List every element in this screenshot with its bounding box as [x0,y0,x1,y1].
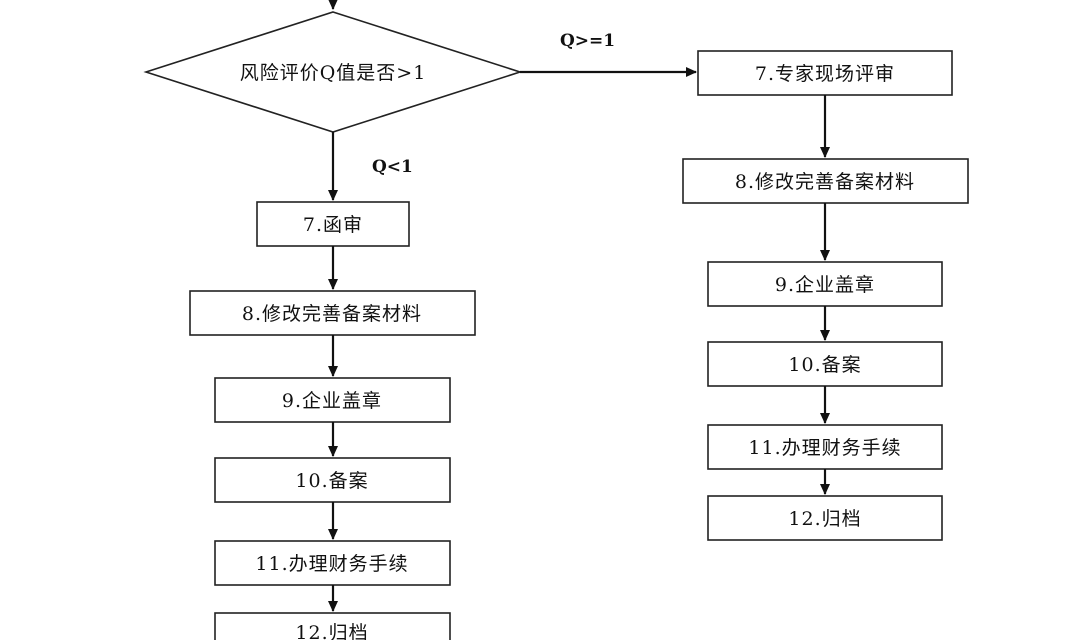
decision-node: 风险评价Q值是否>1 [143,11,523,133]
left-step-10-label: 10.备案 [295,470,368,492]
left-branch: 7.函审 8.修改完善备案材料 9.企业盖章 10.备案 11.办理财务手续 1… [189,201,476,640]
right-step-12-label: 12.归档 [788,508,861,530]
right-step-10-node: 10.备案 [707,341,943,387]
left-step-9-node: 9.企业盖章 [214,377,451,423]
left-step-10-node: 10.备案 [214,457,451,503]
left-step-11-box [214,540,451,586]
yes-edge-label: Q>=1 [560,31,615,51]
right-step-8-node: 8.修改完善备案材料 [682,158,969,204]
left-step-7-node: 7.函审 [256,201,410,247]
left-step-11-label: 11.办理财务手续 [255,553,408,575]
right-step-12-node: 12.归档 [707,495,943,541]
right-step-10-label: 10.备案 [788,354,861,376]
left-step-9-label: 9.企业盖章 [282,390,382,412]
right-step-7-label: 7.专家现场评审 [755,63,895,85]
decision-label: 风险评价Q值是否>1 [240,62,427,84]
right-step-7-box [697,50,953,96]
right-step-9-label: 9.企业盖章 [775,274,875,296]
left-step-8-node: 8.修改完善备案材料 [189,290,476,336]
right-step-12-box [707,495,943,541]
right-step-11-node: 11.办理财务手续 [707,424,943,470]
right-step-9-box [707,261,943,307]
left-step-11-node: 11.办理财务手续 [214,540,451,586]
left-step-12-node: 12.归档 [214,612,451,640]
left-step-7-label: 7.函审 [303,214,363,236]
left-step-8-box [189,290,476,336]
right-step-9-node: 9.企业盖章 [707,261,943,307]
left-step-10-box [214,457,451,503]
right-branch: 7.专家现场评审 8.修改完善备案材料 9.企业盖章 10.备案 11.办理财务… [682,50,969,541]
right-step-8-label: 8.修改完善备案材料 [735,171,915,193]
right-step-11-box [707,424,943,470]
right-step-7-node: 7.专家现场评审 [697,50,953,96]
left-step-12-label: 12.归档 [295,622,368,640]
no-edge-label: Q<1 [372,157,413,177]
left-step-7-box [256,201,410,247]
left-step-8-label: 8.修改完善备案材料 [242,303,422,325]
right-step-11-label: 11.办理财务手续 [748,437,901,459]
right-step-10-box [707,341,943,387]
left-step-9-box [214,377,451,423]
left-step-12-box [214,612,451,640]
